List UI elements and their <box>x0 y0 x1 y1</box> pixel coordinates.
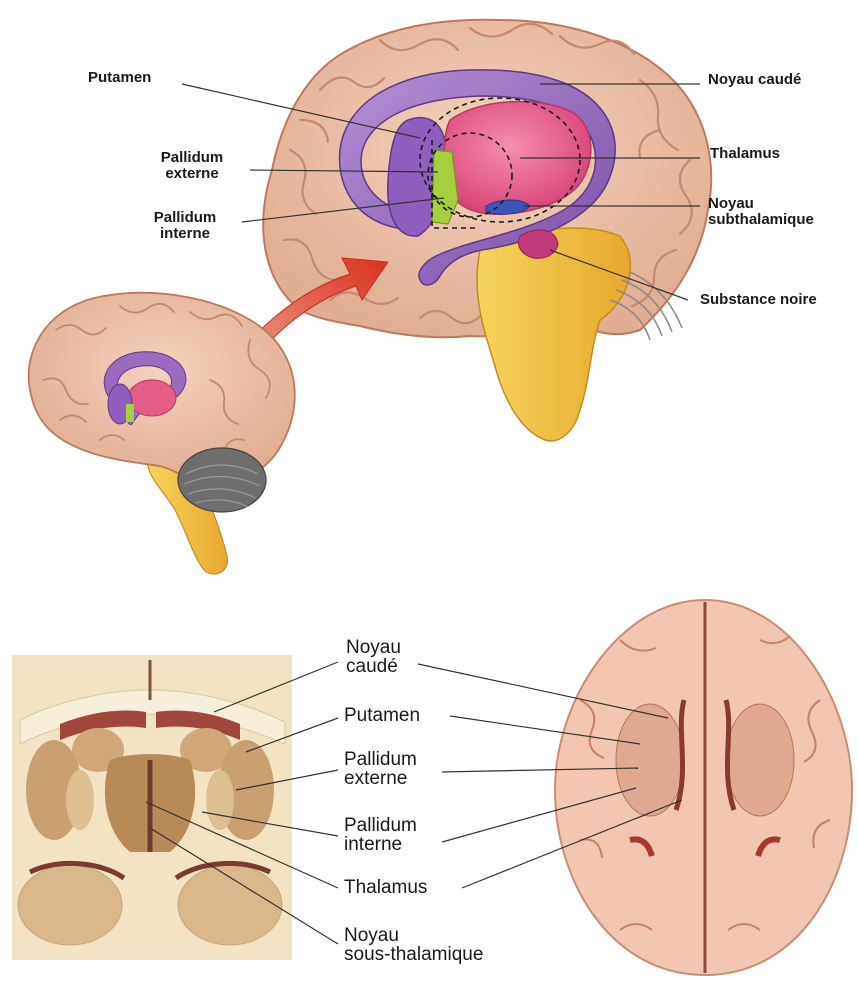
axial-section <box>555 600 852 975</box>
label-noyau-caude-bottom-line1: Noyau <box>346 638 401 657</box>
label-noyau-subthalamique-top: Noyau subthalamique <box>708 196 814 228</box>
axial-left-nuclei <box>616 704 684 816</box>
label-noyau-caude-top: Noyau caudé <box>708 72 801 88</box>
label-pallidum-interne-bottom-line1: Pallidum <box>344 816 417 835</box>
label-noyau-sous-thalamique-bottom: Noyau sous-thalamique <box>344 926 483 964</box>
label-pallidum-externe-bottom-line2: externe <box>344 769 417 788</box>
label-pallidum-externe-bottom: Pallidum externe <box>344 750 417 788</box>
dissected-brain-illustration <box>263 20 711 441</box>
brainstem <box>477 228 630 441</box>
label-pallidum-externe-bottom-line1: Pallidum <box>344 750 417 769</box>
label-noyau-sous-thalamique-bottom-line2: sous-thalamique <box>344 945 483 964</box>
label-noyau-subthalamique-top-line2: subthalamique <box>708 212 814 228</box>
small-cerebellum <box>178 448 266 512</box>
label-pallidum-interne-top: Pallidum interne <box>128 210 242 242</box>
label-pallidum-externe-top: Pallidum externe <box>134 150 250 182</box>
label-noyau-caude-bottom: Noyau caudé <box>346 638 401 676</box>
small-pallidum <box>126 404 134 422</box>
label-noyau-caude-bottom-line2: caudé <box>346 657 401 676</box>
coronal-pallidum-right <box>206 770 234 830</box>
label-pallidum-interne-bottom: Pallidum interne <box>344 816 417 854</box>
whole-brain-illustration <box>29 293 295 574</box>
label-putamen-top: Putamen <box>88 70 151 86</box>
coronal-pallidum-left <box>66 770 94 830</box>
coronal-section <box>12 655 292 960</box>
label-substance-noire-top: Substance noire <box>700 292 817 308</box>
label-pallidum-externe-top-line1: Pallidum <box>134 150 250 166</box>
label-pallidum-externe-top-line2: externe <box>134 166 250 182</box>
label-thalamus-bottom: Thalamus <box>344 878 427 897</box>
axial-right-nuclei <box>726 704 794 816</box>
label-pallidum-interne-top-line1: Pallidum <box>128 210 242 226</box>
label-putamen-bottom: Putamen <box>344 706 420 725</box>
coronal-lower-left <box>18 865 122 945</box>
small-thalamus <box>128 380 176 416</box>
label-pallidum-interne-top-line2: interne <box>128 226 242 242</box>
label-noyau-subthalamique-top-line1: Noyau <box>708 196 814 212</box>
label-noyau-sous-thalamique-bottom-line1: Noyau <box>344 926 483 945</box>
substantia-nigra-shape <box>518 230 558 258</box>
label-thalamus-top: Thalamus <box>710 146 780 162</box>
label-pallidum-interne-bottom-line2: interne <box>344 835 417 854</box>
